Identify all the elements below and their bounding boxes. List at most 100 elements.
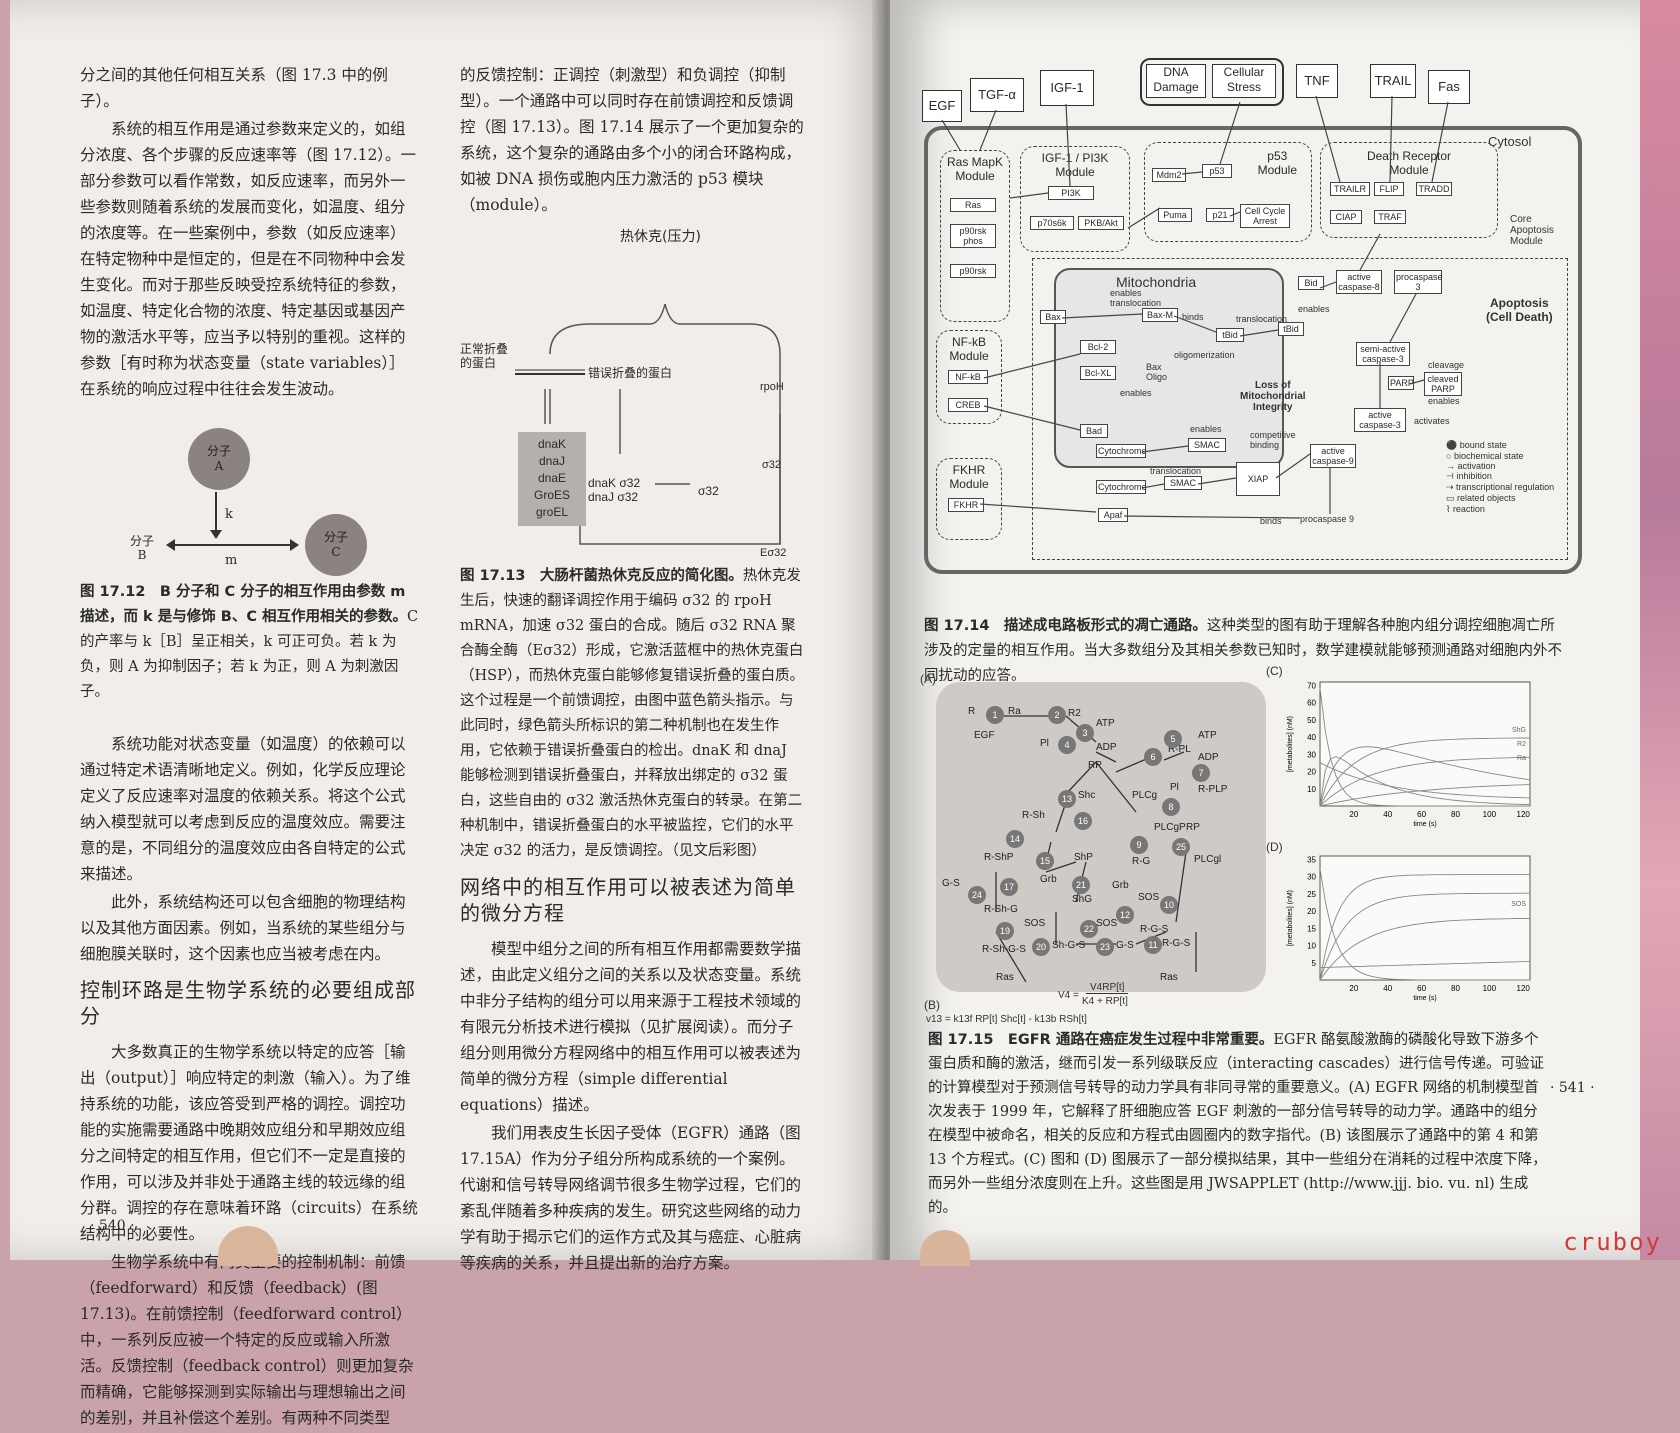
node-apaf: Apaf — [1098, 508, 1128, 522]
left-column-2: 的反馈控制：正调控（刺激型）和负调控（抑制型）。一个通路中可以同时存在前馈调控和… — [460, 62, 805, 1278]
edge-label: enables — [1120, 388, 1152, 398]
molecule-c: 分子 C — [305, 514, 367, 576]
legend-text: bound state — [1459, 440, 1507, 450]
arrow-k-head — [210, 530, 222, 539]
node-label: Shc — [1078, 790, 1096, 801]
reaction-node: 21 — [1072, 876, 1090, 894]
equation-v4-den: K4 + RP[t] — [1082, 996, 1128, 1007]
node-active-caspase8: active caspase-8 — [1336, 270, 1382, 294]
node-fkhr: FKHR — [948, 498, 984, 512]
y-tick-label: 10 — [1307, 785, 1316, 794]
chaperone: dnaE — [537, 471, 567, 485]
node-label: ATP — [1096, 718, 1115, 729]
reaction-node: 6 — [1144, 748, 1162, 766]
figure-17-13: 热休克(压力) 正常折叠 的蛋白 错误折叠的蛋白 dnaK dnaJ dnaE … — [460, 224, 805, 564]
core-apoptosis-label: Core Apoptosis Module — [1510, 214, 1554, 247]
series-line — [1319, 784, 1531, 807]
node-bcl2: Bcl-2 — [1080, 340, 1116, 354]
reaction-node: 8 — [1162, 798, 1180, 816]
x-tick-label: 100 — [1483, 810, 1497, 819]
background-cloth — [1640, 0, 1680, 1260]
reaction-node: 22 — [1080, 920, 1098, 938]
edge-label: translocation — [1236, 314, 1288, 324]
series-line — [1319, 756, 1531, 807]
arrow-m-head-left — [166, 539, 175, 551]
input-igf1: IGF-1 — [1040, 70, 1094, 106]
esigma32-label: Eσ32 — [760, 547, 787, 559]
edge-label: oligomerization — [1174, 350, 1235, 360]
node-label: R-Sh-G — [984, 904, 1018, 915]
series-line — [1319, 960, 1531, 969]
caption-body: C 的产率与 k［B］呈正相关，k 可正可负。若 k 为负，则 A 为抑制因子；… — [80, 609, 419, 700]
x-tick-label: 60 — [1417, 810, 1426, 819]
series-line — [1319, 892, 1530, 981]
series-line — [1319, 874, 1530, 981]
node-bid: Bid — [1298, 276, 1324, 290]
module-label: NF-kB Module — [949, 335, 989, 363]
edge-label: translocation — [1150, 466, 1202, 476]
node-label: Pl — [1040, 738, 1049, 749]
reaction-node: 24 — [968, 886, 986, 904]
figure-17-15: (A) — [920, 664, 1610, 1032]
legend: ⚫ bound state ○ biochemical state → acti… — [1446, 440, 1576, 515]
x-tick-label: 60 — [1417, 984, 1426, 993]
node-xiap: XIAP — [1236, 462, 1280, 496]
node-label: Pl — [1170, 782, 1179, 793]
y-tick-label: 30 — [1307, 750, 1316, 759]
node-label: SOS — [1096, 918, 1118, 929]
reaction-node: 11 — [1144, 936, 1162, 954]
edge-label: enables — [1298, 304, 1330, 314]
reaction-node: 16 — [1074, 812, 1092, 830]
y-tick-label: 60 — [1307, 699, 1316, 708]
node-label: ShP — [1074, 852, 1093, 863]
molecule-b: 分子 B — [130, 534, 155, 562]
x-tick-label: 100 — [1483, 984, 1497, 993]
node-label: Grb — [1112, 880, 1129, 891]
node-nfkb: NF-kB — [948, 370, 988, 384]
node-label: PLCgl — [1194, 854, 1222, 865]
node-bax: Bax — [1040, 310, 1066, 324]
module-label: Ras MapK Module — [946, 155, 1004, 183]
node-label: ATP — [1198, 730, 1217, 741]
panel-d-label: (D) — [1266, 840, 1283, 854]
egfr-network-panel: R 1 Ra EGF 2 R2 3 4 Pl ATP ADP RP 6 R-PL… — [936, 682, 1266, 992]
legend-item: ⌇ reaction — [1446, 504, 1485, 514]
mitochondria-label: Mitochondria — [1116, 274, 1197, 290]
legend-item: ○ biochemical state — [1446, 451, 1524, 461]
node-parp: PARP — [1388, 376, 1414, 390]
y-tick-label: 20 — [1307, 907, 1316, 916]
node-p53: p53 — [1202, 164, 1232, 178]
panel-c-label: (C) — [1266, 664, 1283, 678]
legend-item: ⇢ transcriptional regulation — [1446, 482, 1555, 492]
series-line — [1319, 868, 1530, 981]
equation-v4-lhs: V4 = — [1058, 990, 1079, 1001]
edge-label: enables — [1428, 396, 1460, 406]
node-label: Ras — [1160, 972, 1178, 983]
node-label: RP — [1186, 822, 1200, 833]
reaction-node: 1 — [986, 706, 1004, 724]
input-dna-damage: DNA Damage — [1146, 64, 1206, 98]
node-label: SOS — [1138, 892, 1160, 903]
node-p70s6k: p70s6k — [1030, 216, 1074, 230]
series-line — [1319, 917, 1531, 981]
core-apoptosis-module — [1032, 258, 1568, 560]
node-bcl-xl: Bcl-XL — [1080, 366, 1116, 380]
node-label: R — [968, 706, 976, 717]
page-number-right: · 541 · — [1550, 1080, 1595, 1096]
series-line — [1319, 688, 1530, 807]
input-cellular-stress: Cellular Stress — [1212, 64, 1276, 98]
stress-group: DNA Damage Cellular Stress — [1140, 58, 1284, 106]
node-label: R-ShP — [984, 852, 1014, 863]
ras-module: Ras MapK Module — [940, 150, 1010, 322]
finger — [218, 1226, 278, 1266]
node-tradd: TRADD — [1416, 182, 1452, 196]
edge-label: binds — [1260, 516, 1282, 526]
node-label: PLCg — [1132, 790, 1158, 801]
reaction-node: 25 — [1172, 838, 1190, 856]
left-page: 分之间的其他任何相互关系（图 17.3 中的例子）。 系统的相互作用是通过参数来… — [10, 0, 890, 1427]
series-line — [1319, 762, 1531, 799]
node-label: R-G-S — [1162, 938, 1191, 949]
reaction-node: 9 — [1130, 836, 1148, 854]
node-p90rsk: p90rsk — [950, 264, 996, 278]
node-procaspase3: procaspase 3 — [1394, 270, 1443, 294]
